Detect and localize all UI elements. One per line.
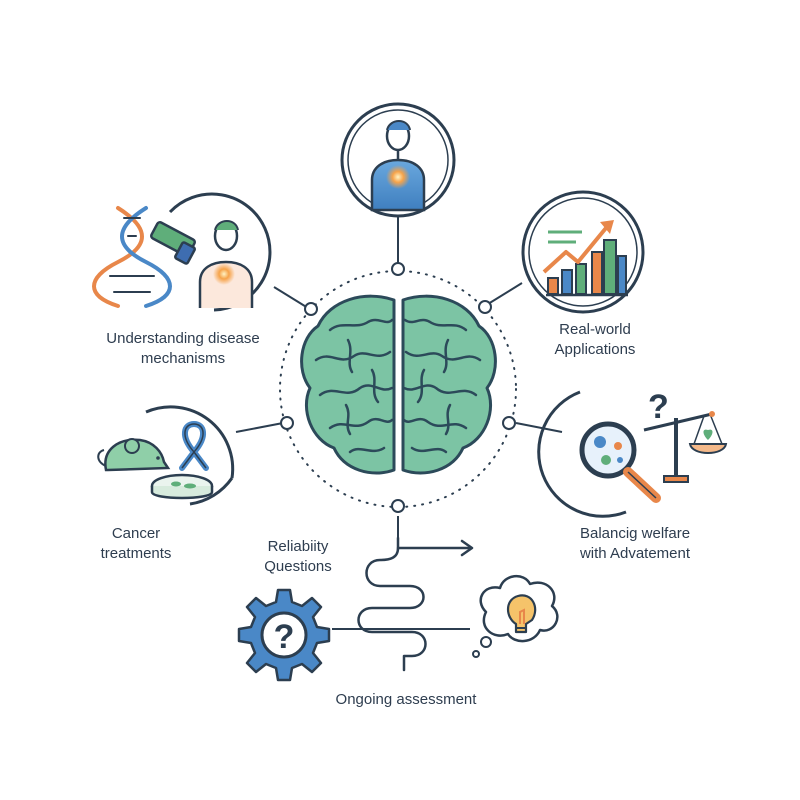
person-icon [370,120,426,212]
microscope-icon [150,221,196,265]
thought-bubble-node [472,575,559,658]
patient-icon [198,220,254,308]
scale-icon [643,411,728,483]
label-disease-mechanisms-line2: mechanisms [140,350,226,367]
dna-icon [92,206,172,308]
label-cancer-treatments: Cancer treatments [86,524,186,564]
gear-question-mark-icon: ? [274,618,295,656]
label-balancing-welfare-line2: with Advatement [579,545,691,562]
mouse-icon [97,438,171,472]
cancer-treatments-node [97,405,235,506]
question-mark-icon: ? [648,388,669,426]
awareness-ribbon-icon [179,420,209,471]
label-balancing-welfare-line1: Balancig welfare [579,525,691,542]
lightbulb-icon [506,594,537,634]
label-cancer-treatments-line1: Cancer [111,525,161,542]
label-cancer-treatments-line2: treatments [100,545,172,562]
label-real-world-line1: Real-world [559,321,631,338]
label-real-world-line2: Applications [554,341,636,358]
label-real-world: Real-world Applications [540,320,650,360]
balancing-welfare-node: ? [537,388,728,518]
connector-dots [280,262,516,513]
brain-icon [300,294,497,475]
label-ongoing-assessment: Ongoing assessment [316,690,496,710]
gear-node: ? [237,588,331,682]
petri-dish-icon [150,473,214,500]
label-reliability-questions: Reliabiity Questions [246,537,350,577]
growth-chart-icon [542,220,628,297]
connector-lines [235,210,563,630]
person-node [340,102,456,218]
label-ongoing-assessment-line1: Ongoing assessment [335,691,477,708]
real-world-node [521,190,645,314]
label-reliability-questions-line1: Reliabiity [267,538,329,555]
label-reliability-questions-line2: Questions [264,558,332,575]
label-disease-mechanisms-line1: Understanding disease [106,330,260,347]
disease-mechanisms-node [92,192,272,312]
magnifier-icon [579,421,661,503]
label-disease-mechanisms: Understanding disease mechanisms [98,329,268,369]
winding-path-arrow-icon [357,536,474,672]
label-balancing-welfare: Balancig welfare with Advatement [560,524,710,564]
